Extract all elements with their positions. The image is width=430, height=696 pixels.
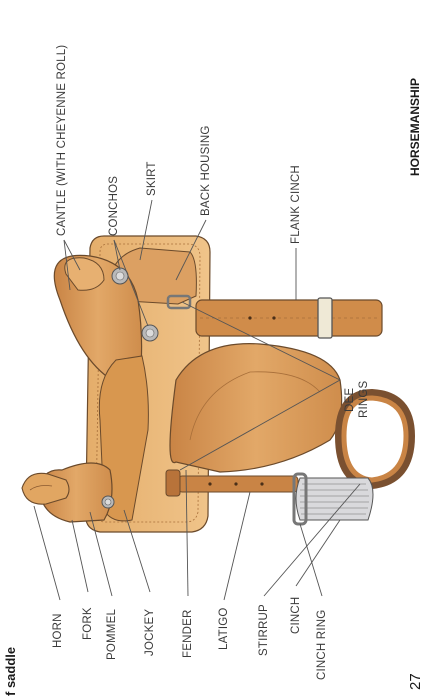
label-cantle: CANTLE (WITH CHEYENNE ROLL)	[56, 45, 68, 236]
flank-cinch-shape	[196, 300, 382, 336]
label-skirt: SKIRT	[146, 161, 158, 196]
label-fork: FORK	[82, 607, 94, 640]
concho-front	[142, 325, 158, 341]
latigo-shape	[178, 476, 298, 492]
label-horn: HORN	[52, 613, 64, 648]
fender-shape	[170, 344, 342, 472]
label-cinch-ring: CINCH RING	[316, 610, 328, 680]
label-dee: DEE	[344, 388, 356, 412]
concho-pommel	[102, 496, 114, 508]
label-conchos: CONCHOS	[108, 176, 120, 236]
label-back-housing: BACK HOUSING	[200, 125, 212, 216]
label-pommel: POMMEL	[106, 609, 118, 660]
label-fender: FENDER	[182, 610, 194, 658]
label-rings: RINGS	[358, 381, 370, 418]
label-jockey: JOCKEY	[144, 609, 156, 656]
label-stirrup: STIRRUP	[258, 604, 270, 656]
label-flank-cinch: FLANK CINCH	[290, 165, 302, 244]
label-cinch: CINCH	[290, 597, 302, 634]
label-latigo: LATIGO	[218, 607, 230, 650]
